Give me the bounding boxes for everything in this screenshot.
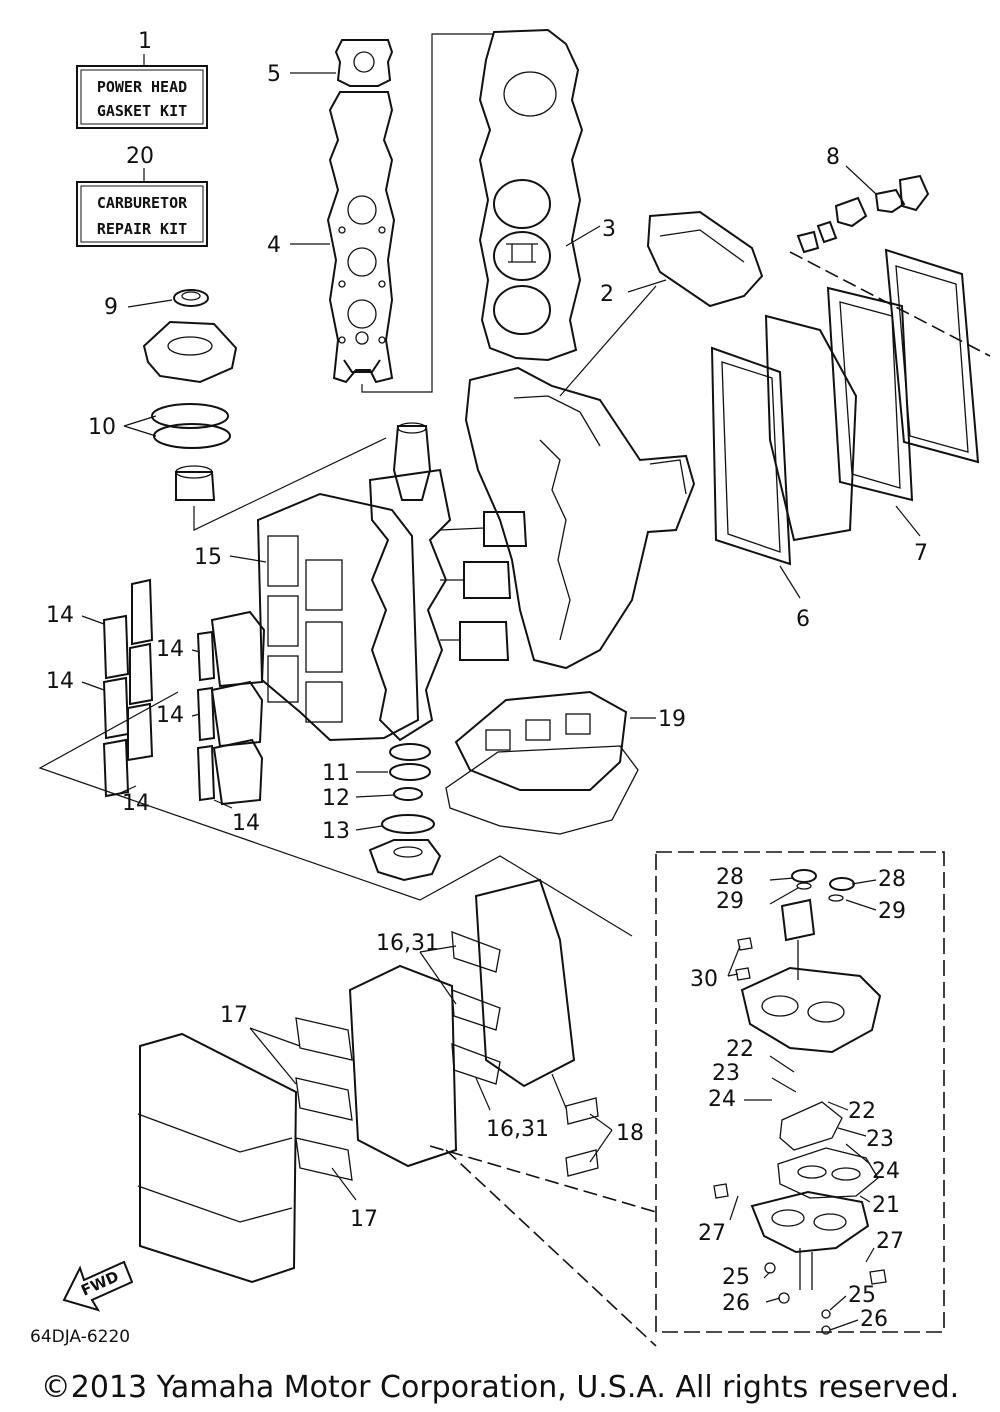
callout-3: 3 (602, 217, 616, 242)
callout-1: 1 (138, 29, 152, 54)
carburetor-detail-box: 28 29 28 29 30 22 23 24 22 23 24 21 27 2… (655, 851, 945, 1335)
callout-26-right: 26 (860, 1307, 888, 1332)
kit-20-line1: CARBURETOR (97, 194, 188, 212)
callout-16-31-bottom: 16,31 (486, 1117, 549, 1142)
callout-17-top: 17 (220, 1003, 248, 1028)
callout-7: 7 (914, 541, 928, 566)
cylinder-block: 2 (464, 210, 764, 670)
oil-seal-housing: 9 10 (88, 289, 387, 531)
callout-15: 15 (194, 545, 222, 570)
callout-9: 9 (104, 295, 118, 320)
callout-23-left: 23 (712, 1061, 740, 1086)
callout-8: 8 (826, 145, 840, 170)
lower-seal-housing: 11 12 13 (322, 743, 442, 882)
callout-25-right: 25 (848, 1283, 876, 1308)
callout-14-b: 14 (46, 669, 74, 694)
callout-14-a: 14 (46, 603, 74, 628)
callout-24-left: 24 (708, 1087, 736, 1112)
callout-12: 12 (322, 786, 350, 811)
diagram-code: 64DJA-6220 (30, 1327, 130, 1347)
callout-11: 11 (322, 761, 350, 786)
callout-6: 6 (796, 607, 810, 632)
callout-22-left: 22 (726, 1037, 754, 1062)
callout-28-right: 28 (878, 867, 906, 892)
callout-14-e: 14 (122, 791, 150, 816)
power-head-gasket-kit-label: 1 POWER HEAD GASKET KIT (76, 29, 208, 129)
callout-14-f: 14 (232, 811, 260, 836)
callout-28-left: 28 (716, 865, 744, 890)
kit-1-line2: GASKET KIT (97, 102, 187, 120)
exhaust-cover-gaskets: 5 4 (267, 39, 396, 384)
callout-30: 30 (690, 967, 718, 992)
callout-21: 21 (872, 1193, 900, 1218)
intake-and-carburetors: 16,31 16,31 17 17 18 (137, 878, 657, 1347)
callout-17-bottom: 17 (350, 1207, 378, 1232)
base-gasket: 19 (445, 690, 686, 835)
carburetor-repair-kit-label: 20 CARBURETOR REPAIR KIT (76, 144, 208, 247)
callout-27-right: 27 (876, 1229, 904, 1254)
callout-23-right: 23 (866, 1127, 894, 1152)
callout-27-left: 27 (698, 1221, 726, 1246)
callout-25-left: 25 (722, 1265, 750, 1290)
callout-18: 18 (616, 1121, 644, 1146)
crankshaft-assembly (368, 422, 528, 742)
reed-valve-assemblies: 14 14 14 14 14 14 (38, 578, 633, 937)
callout-29-right: 29 (878, 899, 906, 924)
exhaust-covers: 7 6 (710, 248, 980, 632)
crankcase: 15 (194, 492, 420, 742)
callout-5: 5 (267, 62, 281, 87)
callout-13: 13 (322, 819, 350, 844)
kit-20-line2: REPAIR KIT (97, 220, 187, 238)
callout-29-left: 29 (716, 889, 744, 914)
callout-22-right: 22 (848, 1099, 876, 1124)
callout-19: 19 (658, 707, 686, 732)
callout-4: 4 (267, 233, 281, 258)
callout-26-left: 26 (722, 1291, 750, 1316)
callout-14-d: 14 (156, 703, 184, 728)
callout-14-c: 14 (156, 637, 184, 662)
callout-16-31-top: 16,31 (376, 931, 439, 956)
callout-10: 10 (88, 415, 116, 440)
cylinder-head: 3 (478, 28, 616, 362)
callout-24-right: 24 (872, 1159, 900, 1184)
copyright-notice: ©2013 Yamaha Motor Corporation, U.S.A. A… (40, 1370, 960, 1405)
fwd-arrow: FWD (62, 1260, 134, 1312)
kit-1-line1: POWER HEAD (97, 78, 187, 96)
callout-20: 20 (126, 144, 154, 169)
callout-2: 2 (600, 282, 614, 307)
